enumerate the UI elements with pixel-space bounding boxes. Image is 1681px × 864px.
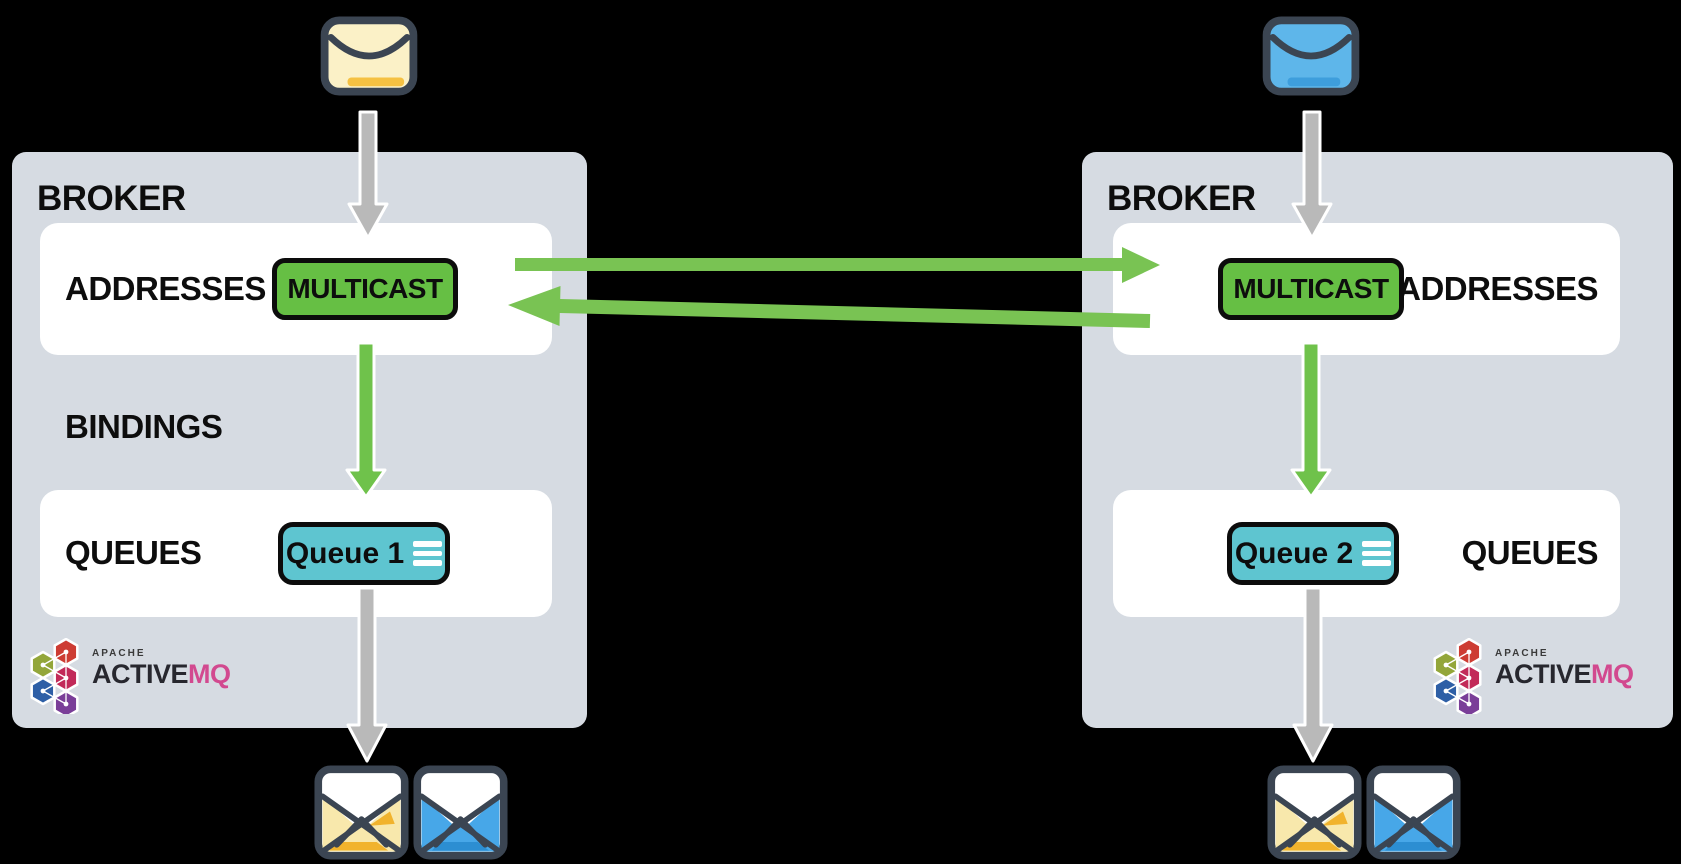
broker-left-bindings-label: BINDINGS: [65, 408, 223, 445]
broker-right-addresses-label: ADDRESSES: [1397, 270, 1598, 307]
consumer-open-envelope-yellow-icon: [1267, 765, 1362, 860]
queue-list-icon: [1362, 541, 1392, 566]
broker-left-title: BROKER: [37, 179, 186, 218]
broker-left-queues-label: QUEUES: [65, 534, 202, 571]
arrow-left-multicast-to-right-multicast: [515, 247, 1160, 283]
activemq-hexagon-cluster-icon: [1433, 638, 1482, 714]
activemq-wordmark: APACHE ACTIVEMQ: [1495, 638, 1634, 688]
broker-left-queue-label: Queue 1: [285, 536, 405, 570]
consumer-open-envelope-blue-icon: [413, 765, 508, 860]
apache-label: APACHE: [92, 648, 146, 659]
broker-right-multicast-label: MULTICAST: [1233, 273, 1389, 304]
broker-right-title: BROKER: [1107, 179, 1256, 218]
broker-left-multicast-address: MULTICAST: [272, 258, 458, 320]
broker-right-queues-label: QUEUES: [1461, 534, 1599, 571]
activemq-logo-left: APACHE ACTIVEMQ: [27, 638, 231, 714]
broker-right-queue-node: Queue 2: [1227, 522, 1399, 585]
broker-left-addresses-label: ADDRESSES: [65, 270, 266, 307]
broker-right-multicast-address: MULTICAST: [1218, 258, 1404, 320]
producer-message-envelope-yellow-icon: [320, 16, 418, 96]
consumer-open-envelope-yellow-icon: [314, 765, 409, 860]
activemq-label: ACTIVEMQ: [1495, 659, 1634, 689]
consumer-open-envelope-blue-icon: [1366, 765, 1461, 860]
broker-left-multicast-label: MULTICAST: [287, 273, 443, 304]
activemq-label: ACTIVEMQ: [92, 659, 231, 689]
apache-label: APACHE: [1495, 648, 1549, 659]
queue-list-icon: [413, 541, 443, 566]
broker-left-queue-node: Queue 1: [278, 522, 450, 585]
producer-message-envelope-blue-icon: [1262, 16, 1360, 96]
activemq-wordmark: APACHE ACTIVEMQ: [92, 638, 231, 688]
activemq-logo-right: APACHE ACTIVEMQ: [1430, 638, 1634, 714]
arrow-right-multicast-to-left-multicast: [508, 286, 1151, 328]
broker-right-queue-label: Queue 2: [1234, 536, 1354, 570]
activemq-hexagon-cluster-icon: [30, 638, 79, 714]
